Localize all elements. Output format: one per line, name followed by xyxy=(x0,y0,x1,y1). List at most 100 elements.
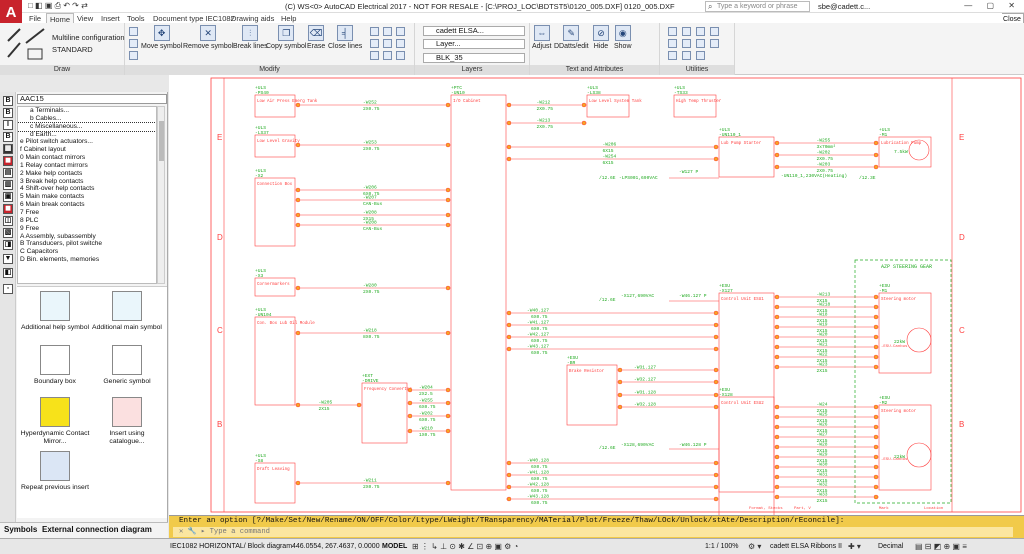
tool-icon[interactable]: ◫ xyxy=(3,216,13,226)
tree-item[interactable]: 8 PLC xyxy=(20,216,39,224)
adjust-button[interactable]: ⇔Adjust xyxy=(532,25,551,50)
erase-button[interactable]: ⌫Erase xyxy=(307,25,325,50)
library-selector[interactable]: AAC15 xyxy=(17,94,167,104)
utilities-small-icon[interactable] xyxy=(668,27,677,36)
tool-icon[interactable]: ▤ xyxy=(3,168,13,178)
tab-help[interactable]: Help xyxy=(281,14,297,23)
status-icons[interactable]: ✚ ▾ xyxy=(848,542,861,551)
modify-small-icon[interactable] xyxy=(370,51,379,60)
tool-icon[interactable]: ▫ xyxy=(3,284,13,294)
modify-small-icon[interactable] xyxy=(396,51,405,60)
modify-small-icon[interactable] xyxy=(129,39,138,48)
workspace-switcher[interactable]: cadett ELSA Ribbons II xyxy=(770,543,842,550)
bold-icon[interactable]: B xyxy=(3,96,13,106)
command-input[interactable]: ✕ 🔧 ▸ Type a command xyxy=(173,527,1013,537)
draw-line-icon[interactable] xyxy=(6,27,46,61)
modify-small-icon[interactable] xyxy=(370,39,379,48)
utilities-small-icon[interactable] xyxy=(696,27,705,36)
modify-small-icon[interactable] xyxy=(383,39,392,48)
tool-icon[interactable]: ◨ xyxy=(3,240,13,250)
modify-small-icon[interactable] xyxy=(370,27,379,36)
current-layer-dropdown[interactable]: BLK_35 xyxy=(423,53,525,63)
model-space-toggle[interactable]: MODEL xyxy=(382,543,408,550)
generic-symbol[interactable]: Generic symbol xyxy=(91,345,163,386)
scroll-thumb[interactable] xyxy=(159,121,164,161)
multiline-configuration[interactable]: Multiline configuration xyxy=(52,33,125,42)
tree-item[interactable]: 2 Make help contacts xyxy=(20,169,83,177)
filter-icon[interactable]: ▼ xyxy=(3,254,13,264)
tool-icon[interactable]: ◧ xyxy=(3,268,13,278)
tab-external-connection-diagram[interactable]: External connection diagram xyxy=(42,525,152,534)
window-controls[interactable]: — ▢ ✕ xyxy=(964,1,1021,10)
utilities-small-icon[interactable] xyxy=(696,51,705,60)
tab-home[interactable]: Home xyxy=(46,13,75,24)
red-tool-icon[interactable]: ◼ xyxy=(3,204,13,214)
close-lines-button[interactable]: ╡Close lines xyxy=(328,25,362,50)
tree-item[interactable]: f Cabinet layout xyxy=(20,146,66,154)
tree-scrollbar[interactable] xyxy=(157,106,165,284)
tab-document-type[interactable]: Document type IEC1082 xyxy=(153,14,235,23)
utilities-small-icon[interactable] xyxy=(668,51,677,60)
annotation-scale[interactable]: 1:1 / 100% xyxy=(705,543,739,550)
tree-item[interactable]: d Earth... xyxy=(30,130,57,138)
tool-icon[interactable]: ▥ xyxy=(3,180,13,190)
tree-item[interactable]: 5 Main make contacts xyxy=(20,193,85,201)
tab-symbols[interactable]: Symbols xyxy=(4,525,38,534)
hyperdynamic-contact-mirror[interactable]: Hyperdynamic Contact Mirror... xyxy=(19,397,91,445)
modify-small-icon[interactable] xyxy=(396,27,405,36)
utilities-small-icon[interactable] xyxy=(668,39,677,48)
cursor-icon[interactable]: I xyxy=(3,120,13,130)
tree-item[interactable]: a Terminals... xyxy=(30,107,70,114)
move-symbol-button[interactable]: ✥Move symbol xyxy=(141,25,182,50)
utilities-small-icon[interactable] xyxy=(682,27,691,36)
grid-icon[interactable]: ▦ xyxy=(3,144,13,154)
repeat-previous-insert[interactable]: Repeat previous insert xyxy=(19,451,91,492)
modify-small-icon[interactable] xyxy=(383,51,392,60)
tab-drawing-aids[interactable]: Drawing aids xyxy=(231,14,275,23)
break-lines-button[interactable]: ⫶Break lines xyxy=(233,25,268,50)
tab-file[interactable]: File xyxy=(29,14,42,23)
user-account[interactable]: sbe@cadett.c... xyxy=(818,2,871,11)
tree-item[interactable]: 9 Free xyxy=(20,224,40,232)
layer-properties[interactable]: Layer... xyxy=(423,39,525,49)
tool-icon[interactable]: ▧ xyxy=(3,228,13,238)
tree-item[interactable]: 1 Relay contact mirrors xyxy=(20,161,88,169)
utilities-small-icon[interactable] xyxy=(710,27,719,36)
tab-view[interactable]: View xyxy=(77,14,94,23)
tree-item[interactable]: 6 Main break contacts xyxy=(20,201,85,209)
utilities-small-icon[interactable] xyxy=(682,39,691,48)
tree-item-selected[interactable]: c Miscellaneous... xyxy=(18,121,156,132)
utilities-small-icon[interactable] xyxy=(710,39,719,48)
application-menu-button[interactable]: A xyxy=(0,0,22,30)
utilities-small-icon[interactable] xyxy=(696,39,705,48)
units-display[interactable]: Decimal xyxy=(878,543,904,550)
ddatts-edit-button[interactable]: ✎DDatts/edit xyxy=(554,25,589,50)
modify-small-icon[interactable] xyxy=(383,27,392,36)
status-icons[interactable]: ▤ ⊟ ◩ ⊕ ▣ ≡ xyxy=(915,542,967,551)
modify-small-icon[interactable] xyxy=(129,27,138,36)
bold-icon[interactable]: B xyxy=(3,132,13,142)
layers-dropdown-elsa[interactable]: cadett ELSA... xyxy=(423,26,525,36)
modify-small-icon[interactable] xyxy=(396,39,405,48)
tree-item[interactable]: 4 Shift-over help contacts xyxy=(20,185,95,193)
show-button[interactable]: ◉Show xyxy=(614,25,632,50)
tree-item[interactable]: e Pilot switch actuators... xyxy=(20,138,93,146)
utilities-small-icon[interactable] xyxy=(682,51,691,60)
search-input[interactable]: ⌕Type a keyword or phrase xyxy=(705,1,810,12)
bold-icon[interactable]: B xyxy=(3,108,13,118)
tab-insert[interactable]: Insert xyxy=(101,14,120,23)
tree-item[interactable]: A Assembly, subassembly xyxy=(20,232,96,240)
tree-item[interactable]: b Cables... xyxy=(30,114,62,122)
boundary-box-symbol[interactable]: Boundary box xyxy=(19,345,91,386)
settings-icon[interactable]: ⚙ ▾ xyxy=(748,542,762,551)
symbol-tree[interactable]: a Terminals... b Cables... c Miscellaneo… xyxy=(17,106,157,284)
remove-symbol-button[interactable]: ✕Remove symbol xyxy=(183,25,233,50)
tree-item[interactable]: 7 Free xyxy=(20,208,40,216)
copy-symbol-button[interactable]: ❐Copy symbol xyxy=(266,25,306,50)
tree-item[interactable]: B Transducers, pilot switche xyxy=(20,240,103,248)
additional-main-symbol[interactable]: Additional main symbol xyxy=(91,291,163,332)
tree-item[interactable]: C Capacitors xyxy=(20,248,59,256)
modify-small-icon[interactable] xyxy=(129,51,138,60)
